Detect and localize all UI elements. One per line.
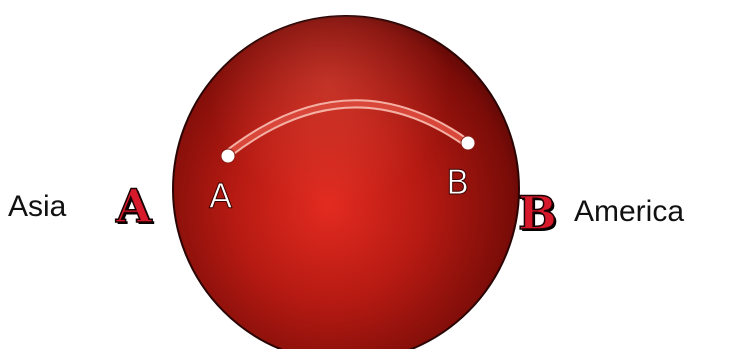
point-label-a: A	[209, 180, 232, 214]
point-label-b: B	[446, 166, 469, 200]
point-b-dot	[461, 136, 475, 150]
marker-letter-a: A	[116, 183, 152, 229]
region-label-america: America	[574, 197, 684, 227]
point-a-dot	[221, 149, 235, 163]
marker-letter-b: B	[518, 190, 557, 236]
region-label-asia: Asia	[8, 192, 66, 222]
